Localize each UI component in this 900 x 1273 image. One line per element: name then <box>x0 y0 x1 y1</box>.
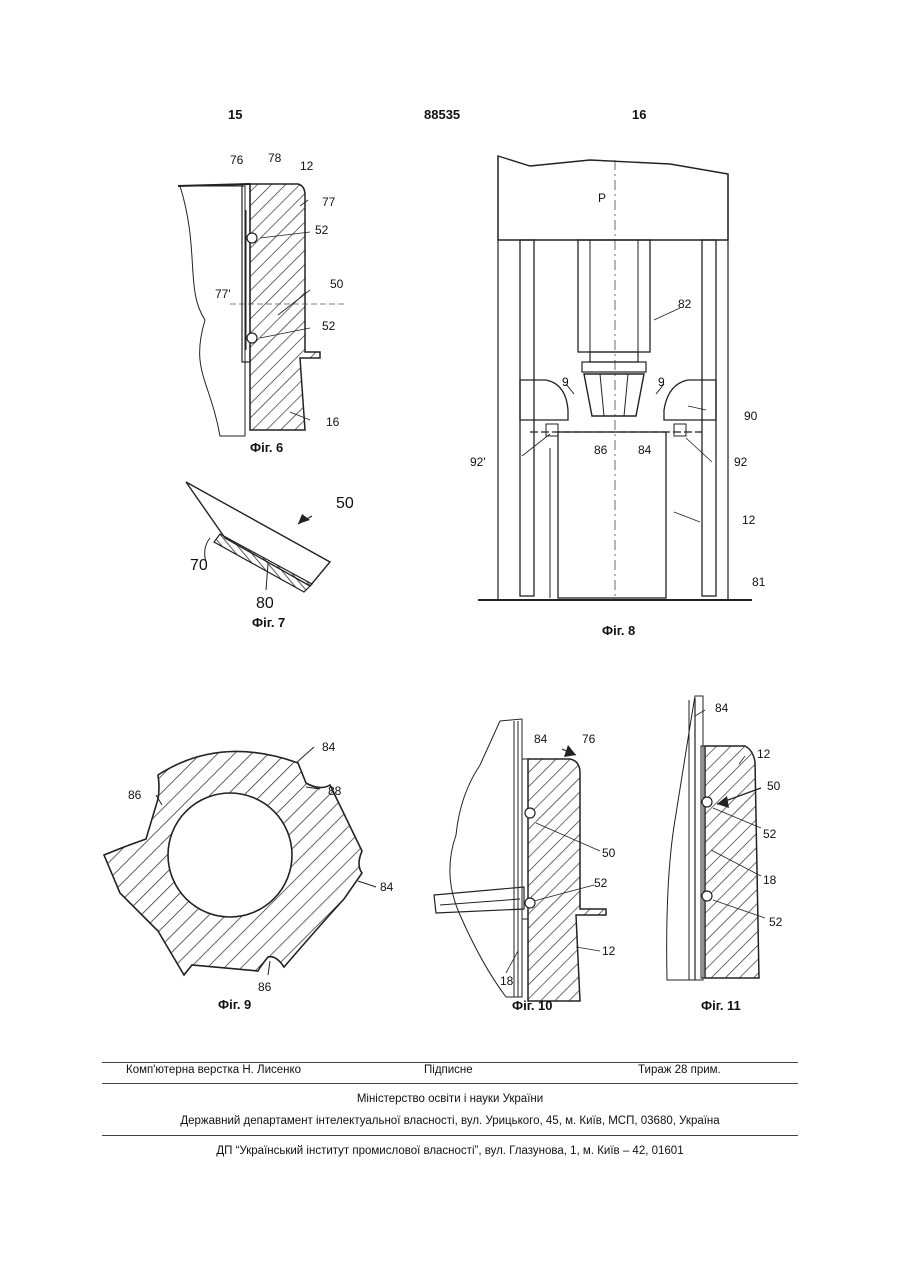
fig8-label-92-prime: 92' <box>470 455 486 469</box>
footer-department: Державний департамент інтелектуальної вл… <box>102 1115 798 1127</box>
fig8-label-82: 82 <box>678 297 692 311</box>
fig10-caption: Фіг. 10 <box>512 998 553 1013</box>
fig9-label-84-top: 84 <box>322 740 336 754</box>
fig7-label-80: 80 <box>256 595 274 612</box>
footer-ministry: Міністерство освіти і науки України <box>102 1093 798 1105</box>
figure-7-drawing: 50 70 80 <box>180 478 360 623</box>
figure-8-drawing: P 82 9 9 90 92' 86 84 92 12 81 <box>470 148 770 643</box>
fig8-label-92: 92 <box>734 455 748 469</box>
figure-11-drawing: 84 12 50 52 18 52 <box>645 690 805 1015</box>
fig6-label-16: 16 <box>326 415 340 429</box>
page-number-left: 15 <box>228 107 242 122</box>
fig8-label-9-right: 9 <box>658 375 665 389</box>
fig10-label-18: 18 <box>500 974 514 988</box>
fig6-label-77: 77 <box>322 195 336 209</box>
footer-rule-bottom <box>102 1135 798 1136</box>
fig10-label-76: 76 <box>582 732 596 746</box>
figure-10: 84 76 50 52 18 12 Фіг. 10 <box>430 715 630 1015</box>
fig11-label-18: 18 <box>763 873 777 887</box>
fig6-caption: Фіг. 6 <box>250 440 283 455</box>
fig9-caption: Фіг. 9 <box>218 997 251 1012</box>
fig8-label-9-left: 9 <box>562 375 569 389</box>
fig6-label-76: 76 <box>230 153 244 167</box>
fig6-label-52a: 52 <box>315 223 329 237</box>
figure-9-drawing: 84 86 88 84 86 <box>100 735 400 1015</box>
fig9-label-84-right: 84 <box>380 880 394 894</box>
fig10-label-12: 12 <box>602 944 616 958</box>
fig11-label-52a: 52 <box>763 827 777 841</box>
footer-institute: ДП “Український інститут промислової вла… <box>102 1145 798 1157</box>
fig8-label-12: 12 <box>742 513 756 527</box>
footer-circulation: Тираж 28 прим. <box>638 1064 721 1076</box>
fig8-caption: Фіг. 8 <box>602 623 635 638</box>
fig11-label-84: 84 <box>715 701 729 715</box>
figure-7: 50 70 80 Фіг. 7 <box>180 478 360 623</box>
fig7-caption: Фіг. 7 <box>252 615 285 630</box>
fig6-label-52b: 52 <box>322 319 336 333</box>
fig6-label-50: 50 <box>330 277 344 291</box>
footer-rule-middle <box>102 1083 798 1084</box>
fig11-label-52b: 52 <box>769 915 783 929</box>
footer-rule-top <box>102 1062 798 1063</box>
footer-signed: Підписне <box>424 1064 473 1076</box>
fig6-label-78: 78 <box>268 151 282 165</box>
fig8-label-86: 86 <box>594 443 608 457</box>
fig8-label-81: 81 <box>752 575 766 589</box>
fig11-label-12: 12 <box>757 747 771 761</box>
figure-6-drawing: 76 78 12 77 52 50 77' 52 16 <box>160 140 360 440</box>
figure-8: P 82 9 9 90 92' 86 84 92 12 81 Фіг. 8 <box>470 148 770 643</box>
figure-10-drawing: 84 76 50 52 18 12 <box>430 715 630 1015</box>
fig9-label-88: 88 <box>328 784 342 798</box>
patent-number: 88535 <box>424 107 460 122</box>
fig6-label-12: 12 <box>300 159 314 173</box>
figure-6: 76 78 12 77 52 50 77' 52 16 Фіг. 6 <box>160 140 360 440</box>
footer-typesetting: Комп'ютерна верстка Н. Лисенко <box>126 1064 301 1076</box>
figure-11: 84 12 50 52 18 52 Фіг. 11 <box>645 690 805 1015</box>
fig8-label-84: 84 <box>638 443 652 457</box>
fig8-label-90: 90 <box>744 409 758 423</box>
fig9-label-86-left: 86 <box>128 788 142 802</box>
fig10-label-84: 84 <box>534 732 548 746</box>
fig7-label-70: 70 <box>190 557 208 574</box>
fig11-label-50: 50 <box>767 779 781 793</box>
fig9-label-86-bottom: 86 <box>258 980 272 994</box>
fig7-label-50: 50 <box>336 495 354 512</box>
fig10-label-50: 50 <box>602 846 616 860</box>
fig10-label-52: 52 <box>594 876 608 890</box>
fig6-label-77-prime: 77' <box>215 287 231 301</box>
fig8-label-P: P <box>598 191 606 205</box>
fig11-caption: Фіг. 11 <box>701 998 741 1013</box>
page-number-right: 16 <box>632 107 646 122</box>
figure-9: 84 86 88 84 86 Фіг. 9 <box>100 735 400 1015</box>
